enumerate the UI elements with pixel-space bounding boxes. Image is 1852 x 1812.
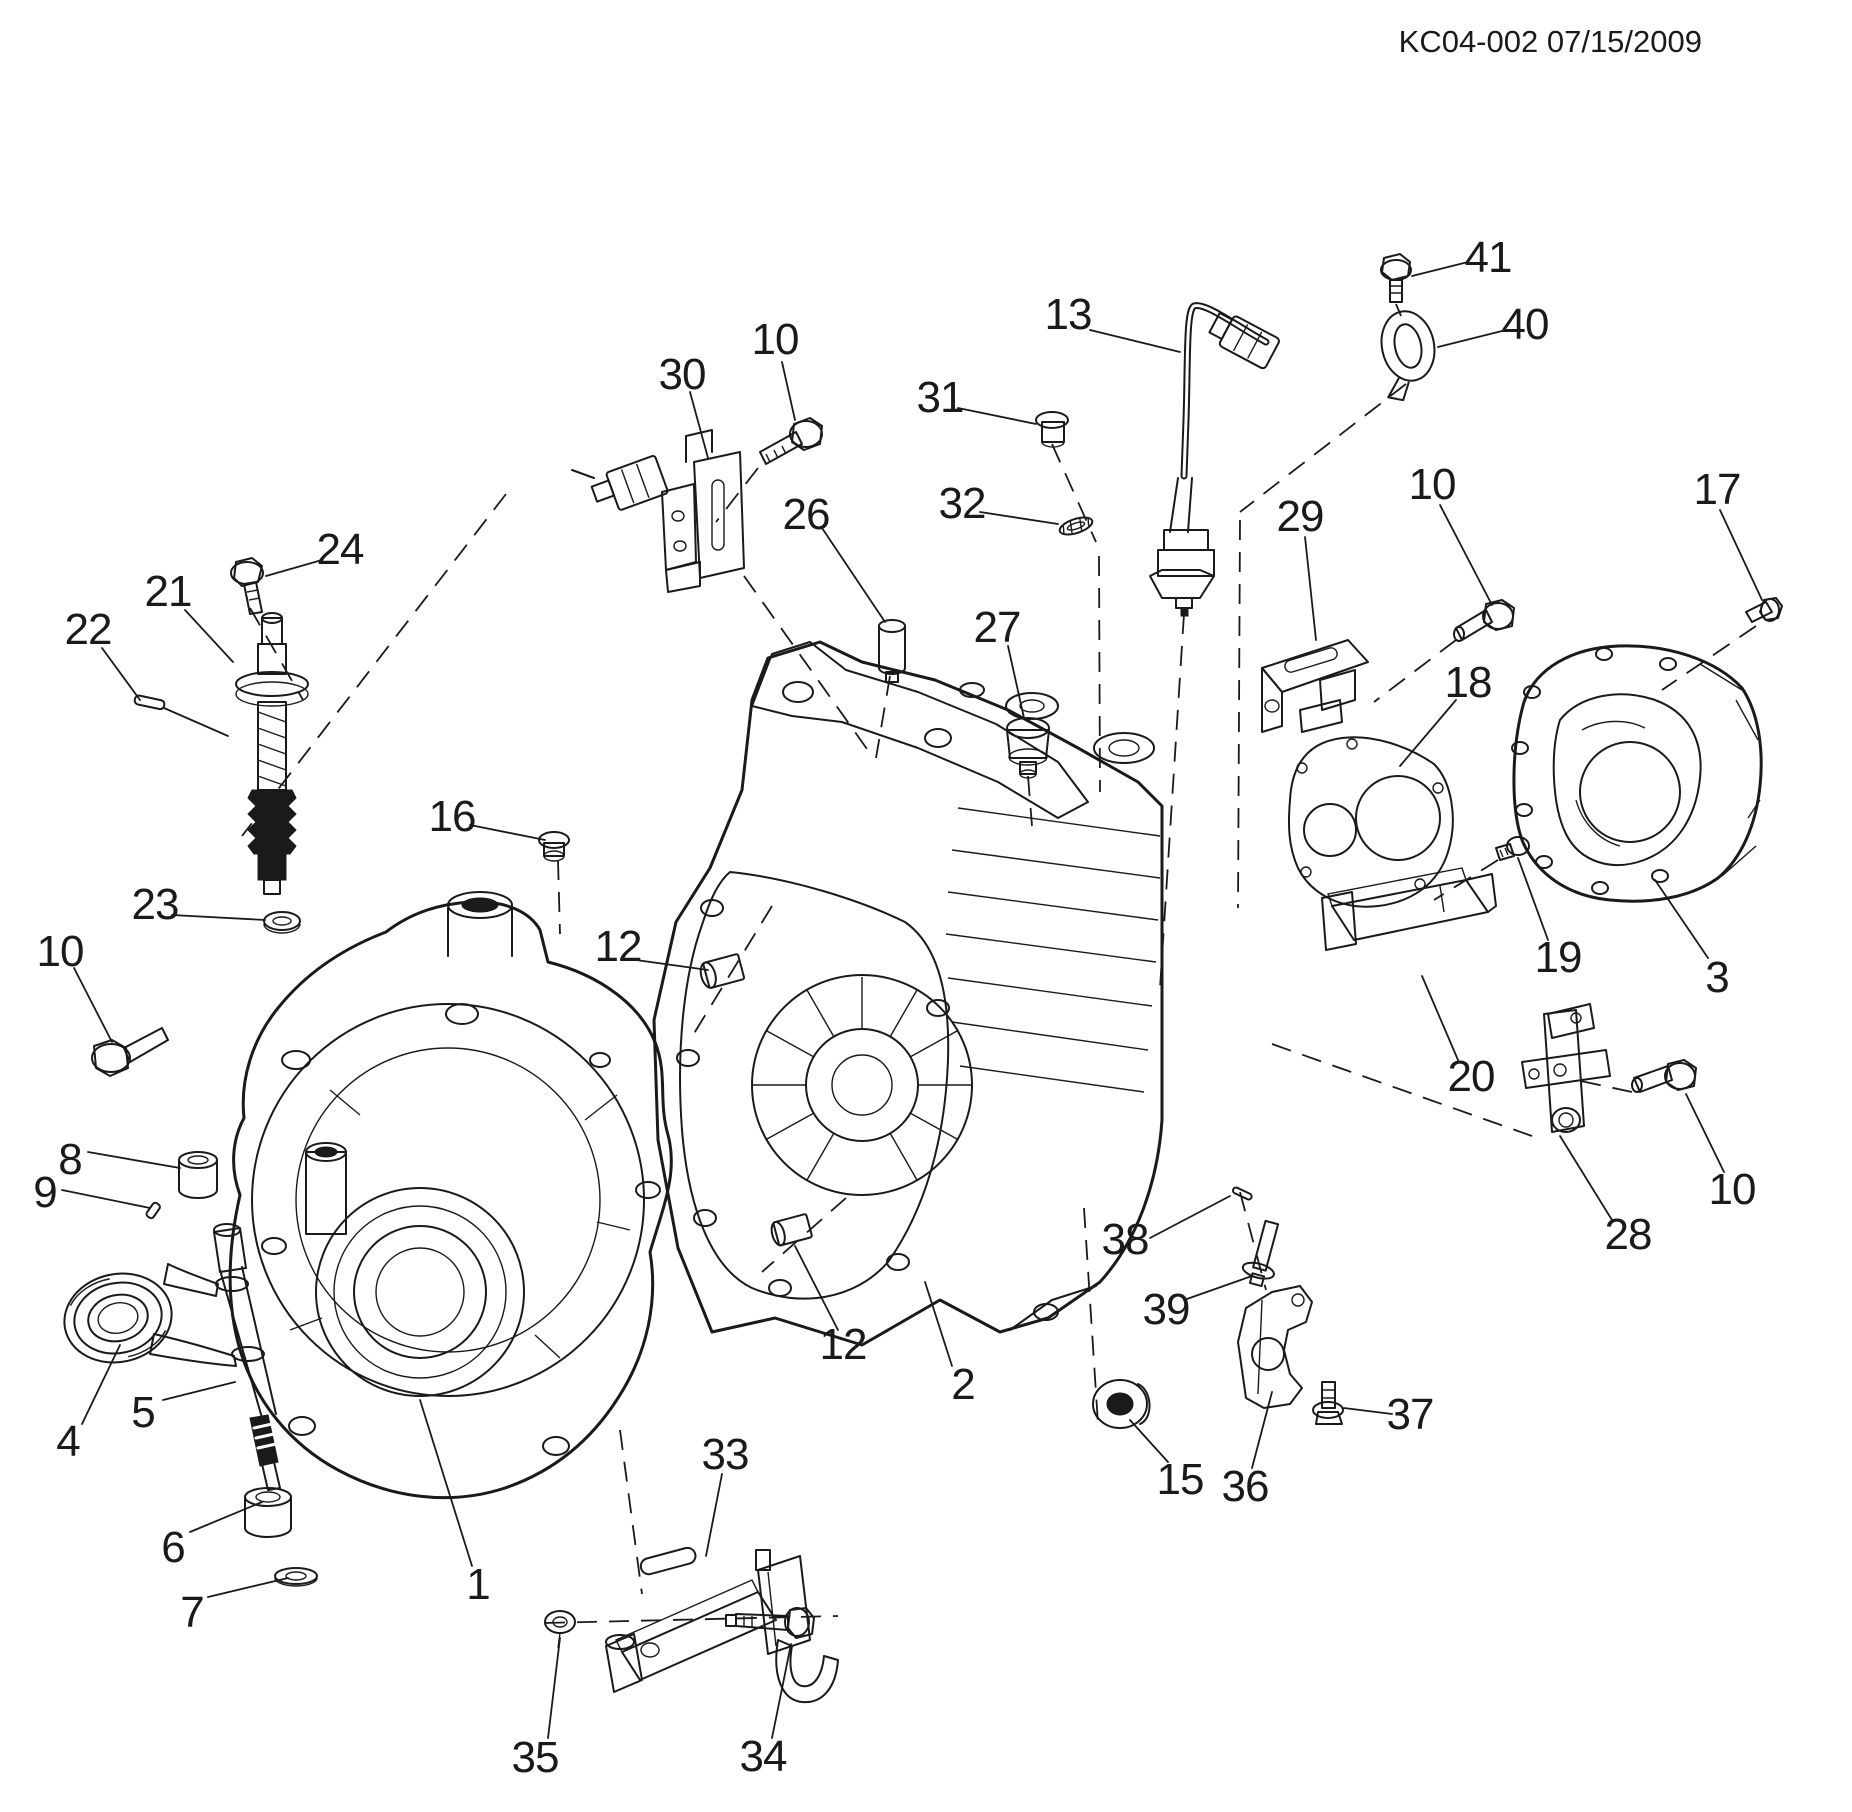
callout-7: 7 [180,1588,205,1637]
callout-10: 10 [751,315,800,364]
part-bolt-17 [1745,597,1783,623]
callout-5: 5 [131,1388,156,1437]
part-clutch-housing [228,891,673,1500]
callout-26: 26 [782,490,831,539]
callout-33: 33 [701,1430,750,1479]
drawing-code: KC04-002 07/15/2009 [1398,24,1702,59]
part-bracket-29 [1261,639,1369,733]
leader-lines [61,261,1763,1739]
part-dowel-12-upper [699,953,746,989]
part-plug-16 [538,831,570,862]
part-bracket-28 [1521,1003,1611,1133]
callout-12: 12 [819,1320,868,1369]
callout-21: 21 [144,567,193,616]
callout-36: 36 [1221,1462,1270,1511]
part-interlock-lever [605,1546,839,1704]
part-reverse-switch [1149,302,1280,617]
part-release-bearing [63,1272,173,1364]
callout-24: 24 [316,525,365,574]
callout-20: 20 [1447,1052,1496,1101]
callout-10: 10 [1408,460,1457,509]
assembly-axis-lines [241,303,1757,1624]
callout-10: 10 [36,927,85,976]
part-bolt-10-mid-right [1453,599,1515,642]
callout-38: 38 [1101,1215,1150,1264]
part-washer-35 [544,1610,576,1649]
part-washer-23 [263,911,301,934]
part-bolt-24 [230,557,264,615]
part-keeper-40 [1380,310,1436,402]
part-gasket [1287,736,1454,908]
part-screw-19 [1495,836,1530,861]
part-bracket-36 [1237,1285,1313,1409]
callout-40: 40 [1501,300,1550,349]
callout-23: 23 [131,880,180,929]
part-bolt-41 [1380,253,1412,303]
callout-6: 6 [161,1523,186,1572]
part-breather-26 [878,619,906,683]
callout-29: 29 [1276,492,1325,541]
callout-17: 17 [1693,465,1742,514]
part-bolt-10-top [759,417,823,465]
callout-22: 22 [64,605,113,654]
part-stud-39 [1241,1219,1280,1288]
case-rib-lines [945,807,1161,1093]
case-radial-ribs [752,977,972,1181]
part-speedo-gear [235,612,309,895]
callout-32: 32 [938,479,987,528]
part-bushing-6 [244,1487,292,1538]
part-pin-38 [1231,1186,1253,1201]
callout-16: 16 [428,792,477,841]
callout-12: 12 [594,922,643,971]
callout-34: 34 [739,1732,788,1781]
part-pin-22 [133,694,166,711]
callout-28: 28 [1604,1210,1653,1259]
part-washer-32 [1058,516,1094,536]
callout-13: 13 [1044,290,1093,339]
part-pin-9 [145,1201,161,1220]
part-bolt-37 [1312,1381,1344,1425]
callout-9: 9 [33,1168,58,1217]
part-fork-shaft [149,1223,281,1491]
callout-10: 10 [1708,1165,1757,1214]
part-magnet [1321,867,1497,951]
callout-39: 39 [1142,1285,1191,1334]
callout-15: 15 [1156,1455,1205,1504]
part-bolt-34 [725,1607,815,1639]
callout-1: 1 [466,1560,491,1609]
part-bolt-10-bottom-right [1631,1059,1697,1093]
callout-18: 18 [1444,658,1493,707]
part-main-case [652,640,1164,1347]
part-plug-31 [1035,411,1069,448]
callout-2: 2 [951,1360,976,1409]
callout-3: 3 [1705,953,1730,1002]
callout-37: 37 [1386,1390,1435,1439]
callout-31: 31 [916,373,965,422]
callout-30: 30 [658,350,707,399]
callout-35: 35 [511,1733,560,1782]
part-end-cover [1511,644,1763,903]
part-bolt-10-left [91,1027,169,1077]
callout-4: 4 [56,1417,81,1466]
callout-41: 41 [1464,233,1513,282]
part-bushing-15 [1092,1379,1151,1429]
part-washer-7 [274,1567,318,1587]
part-bracket-30 [571,429,745,593]
part-bushing-8 [178,1151,218,1199]
part-dowel-12-lower [770,1213,813,1247]
callout-27: 27 [973,603,1022,652]
callout-8: 8 [58,1135,83,1184]
callout-19: 19 [1534,933,1583,982]
part-plug-27 [1006,717,1050,779]
